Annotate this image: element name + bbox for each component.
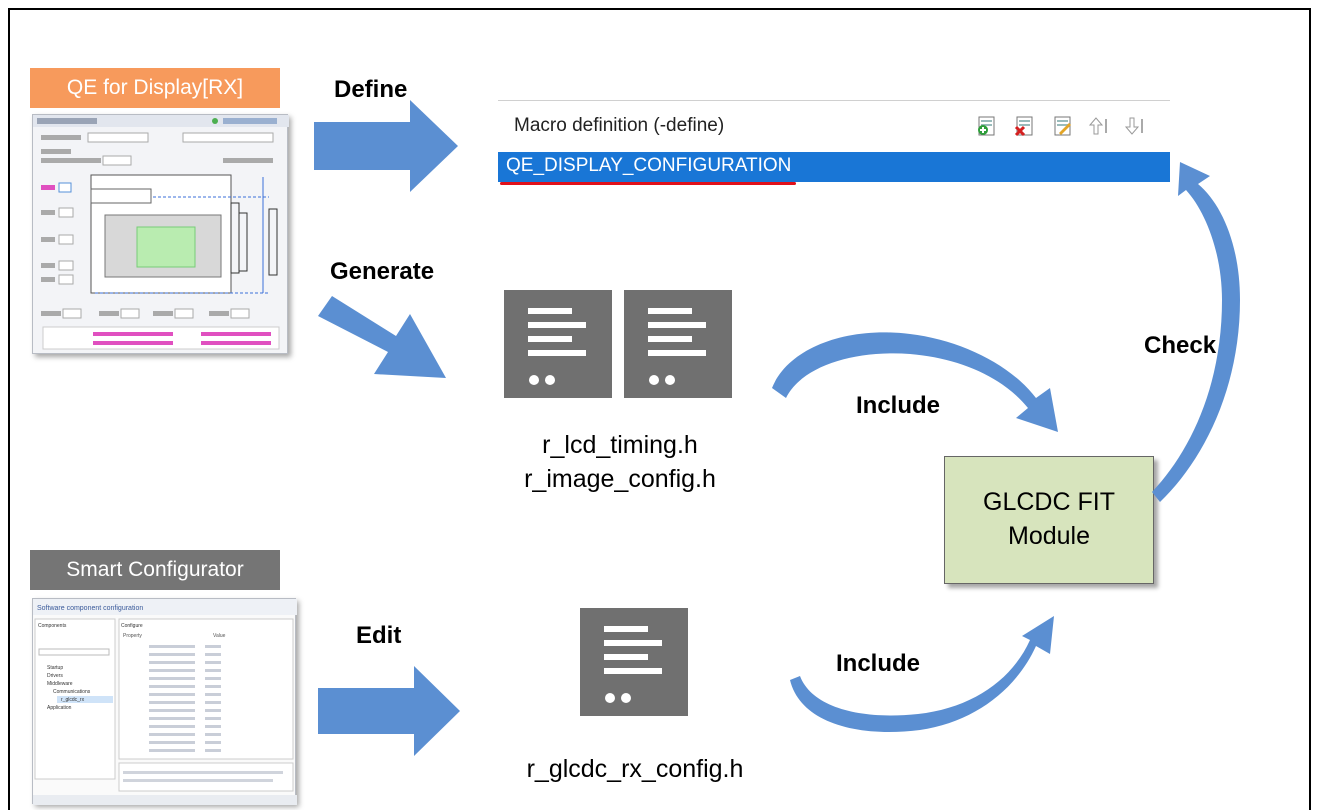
qe-display-screenshot <box>32 114 289 354</box>
sc-tree-item: r_glcdc_rx <box>61 697 85 703</box>
sc-configure-tab: Configure <box>121 623 143 629</box>
glcdc-config-filename: r_glcdc_rx_config.h <box>526 755 744 783</box>
edit-label: Edit <box>356 622 402 649</box>
include-top-arrow <box>772 332 1058 432</box>
sc-value-header: Value <box>213 633 226 639</box>
move-up-icon[interactable] <box>1088 115 1110 137</box>
sc-property-header: Property <box>123 633 142 639</box>
sc-tree-item: Startup <box>47 665 63 671</box>
edit-icon[interactable] <box>1052 115 1074 137</box>
generate-label: Generate <box>330 258 435 285</box>
generate-arrow <box>318 296 446 378</box>
macro-definition-row[interactable]: QE_DISPLAY_CONFIGURATION <box>498 152 1170 182</box>
generated-files-label: r_lcd_timing.h r_image_config.h <box>470 428 770 496</box>
macro-definition-panel: Macro definition (-define) QE_DISPLAY_CO… <box>498 100 1170 186</box>
edit-arrow <box>318 666 460 756</box>
check-arrow <box>1152 162 1240 502</box>
image-config-filename: r_image_config.h <box>524 465 716 493</box>
delete-icon[interactable] <box>1014 115 1036 137</box>
sc-title-text: Software component configuration <box>37 605 143 612</box>
glcdc-fit-module: GLCDC FIT Module <box>944 456 1154 584</box>
lcd-timing-filename: r_lcd_timing.h <box>542 431 698 459</box>
sc-tree-item: Drivers <box>47 673 63 679</box>
diagram-frame <box>8 8 1311 810</box>
move-down-icon[interactable] <box>1124 115 1146 137</box>
define-label: Define <box>334 76 408 103</box>
smart-configurator-screenshot-graphic: Software component configuration Compone… <box>33 599 297 805</box>
smart-configurator-badge: Smart Configurator <box>30 550 280 590</box>
highlight-underline <box>500 182 796 185</box>
include-label-top: Include <box>856 392 941 419</box>
sc-tree-item: Communications <box>53 689 91 695</box>
macro-definition-value: QE_DISPLAY_CONFIGURATION <box>506 155 792 176</box>
qe-display-screenshot-graphic <box>33 115 289 350</box>
check-label: Check <box>1144 332 1217 359</box>
qe-for-display-badge: QE for Display[RX] <box>30 68 280 108</box>
sc-components-tab: Components <box>38 623 67 629</box>
document-icon <box>580 608 688 716</box>
define-arrow <box>314 100 458 192</box>
macro-definition-header: Macro definition (-define) <box>498 100 1170 150</box>
include-label-bottom: Include <box>836 650 921 677</box>
smart-configurator-screenshot: Software component configuration Compone… <box>32 598 297 805</box>
document-icon <box>624 290 732 398</box>
module-line-1: GLCDC FIT <box>983 488 1115 516</box>
macro-definition-title: Macro definition (-define) <box>514 115 725 136</box>
include-bottom-arrow <box>790 616 1054 732</box>
add-icon[interactable] <box>976 115 998 137</box>
sc-tree-item: Middleware <box>47 681 73 687</box>
document-icon <box>504 290 612 398</box>
sc-tree-item: Application <box>47 705 72 711</box>
module-line-2: Module <box>1008 522 1090 550</box>
